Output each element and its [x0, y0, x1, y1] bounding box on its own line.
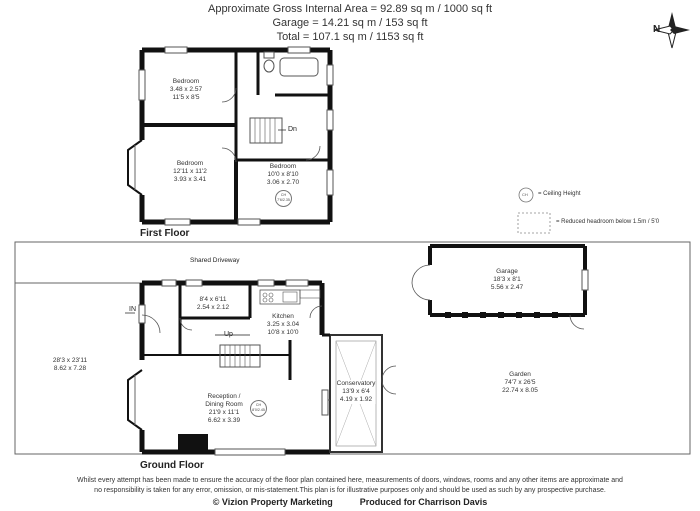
conservatory-dims-m: 4.19 x 1.92 — [339, 396, 373, 403]
room-dims-ft: 11'5 x 8'5 — [172, 94, 200, 101]
legend-ceiling-symbol: CH — [522, 192, 528, 197]
copyright-text: © Vizion Property Marketing — [212, 497, 333, 507]
kitchen-name: Kitchen — [272, 313, 294, 320]
disclaimer-line-1: Whilst every attempt has been made to en… — [77, 477, 623, 484]
room-name: Bedroom — [176, 160, 204, 167]
garden-dims-ft: 74'7 x 26'5 — [504, 379, 536, 386]
first-floor-bedroom-2-label: Bedroom 12'11 x 11'2 3.93 x 3.41 — [173, 160, 207, 184]
reception-dims-ft: 21'9 x 11'1 — [208, 409, 240, 416]
shared-driveway-label: Shared Driveway — [190, 257, 240, 264]
first-floor-plan — [127, 46, 334, 226]
garage-area-text: Garage = 14.21 sq m / 153 sq ft — [272, 17, 428, 29]
wc-label: 8'4 x 6'11 2.54 x 2.12 — [197, 296, 229, 312]
total-area-text: Total = 107.1 sq m / 1153 sq ft — [276, 31, 424, 43]
kitchen-label: Kitchen 3.25 x 3.04 10'8 x 10'0 — [267, 313, 299, 337]
reception-label: Reception / Dining Room 21'9 x 11'1 6.62… — [205, 393, 243, 425]
gross-area-text: Approximate Gross Internal Area = 92.89 … — [207, 3, 492, 15]
kitchen-dims-m: 3.25 x 3.04 — [266, 321, 300, 328]
compass-north-label: N — [653, 24, 661, 35]
first-floor-bedroom-1-label: Bedroom 3.48 x 2.57 11'5 x 8'5 — [170, 78, 202, 102]
garden-dims-m: 22.74 x 8.05 — [502, 387, 538, 394]
first-floor-stair-label: Dn — [288, 126, 297, 133]
legend-ceiling-label: = Ceiling Height — [538, 191, 581, 197]
compass-icon — [650, 8, 694, 52]
front-garden-label: 28'3 x 23'11 8.62 x 7.28 — [53, 357, 87, 373]
front-garden-dims-ft: 28'3 x 23'11 — [52, 357, 88, 364]
produced-for-text: Produced for Charrison Davis — [359, 497, 488, 507]
room-dims-ft: 10'0 x 8'10 — [267, 171, 299, 178]
ground-floor-title: Ground Floor — [140, 460, 204, 471]
first-floor-bedroom-3-label: Bedroom 10'0 x 8'10 3.06 x 2.70 — [267, 163, 299, 187]
wc-dims-m: 2.54 x 2.12 — [196, 304, 230, 311]
room-name: Bedroom — [172, 78, 200, 85]
kitchen-dims-ft: 10'8 x 10'0 — [267, 329, 299, 336]
room-dims-m: 3.48 x 2.57 — [169, 86, 203, 93]
legend-reduced-headroom-label: = Reduced headroom below 1.5m / 5'0 — [556, 219, 660, 225]
reception-ceiling-height-marker: CH 8'0/2.45 — [250, 400, 267, 417]
ceiling-height-marker: CH 7'6/2.35 — [275, 190, 292, 207]
garage-name: Garage — [496, 268, 518, 275]
garage-dims-m: 5.56 x 2.47 — [490, 284, 524, 291]
conservatory-name: Conservatory — [336, 380, 376, 387]
credits-line: © Vizion Property Marketing Produced for… — [0, 497, 700, 507]
room-dims-ft: 12'11 x 11'2 — [173, 168, 207, 175]
reception-dims-m: 6.62 x 3.39 — [207, 417, 241, 424]
room-name: Bedroom — [269, 163, 297, 170]
first-floor-title: First Floor — [140, 228, 190, 239]
reception-name-2: Dining Room — [205, 401, 243, 408]
conservatory-label: Conservatory 13'9 x 6'4 4.19 x 1.92 — [336, 380, 376, 404]
wc-dims-ft: 8'4 x 6'11 — [199, 296, 227, 303]
room-dims-m: 3.93 x 3.41 — [173, 176, 207, 183]
garage-label: Garage 18'3 x 8'1 5.56 x 2.47 — [491, 268, 523, 292]
disclaimer-line-2: no responsibility is taken for any error… — [94, 487, 606, 494]
ground-floor-plan — [14, 241, 691, 456]
garden-name: Garden — [509, 371, 531, 378]
conservatory-dims-ft: 13'9 x 6'4 — [342, 388, 370, 395]
ground-floor-stair-label: Up — [224, 331, 233, 338]
garden-label: Garden 74'7 x 26'5 22.74 x 8.05 — [502, 371, 538, 395]
room-dims-m: 3.06 x 2.70 — [266, 179, 300, 186]
reception-name-1: Reception / — [207, 393, 241, 400]
entry-label: IN — [129, 306, 136, 313]
front-garden-dims-m: 8.62 x 7.28 — [53, 365, 87, 372]
garage-dims-ft: 18'3 x 8'1 — [493, 276, 521, 283]
